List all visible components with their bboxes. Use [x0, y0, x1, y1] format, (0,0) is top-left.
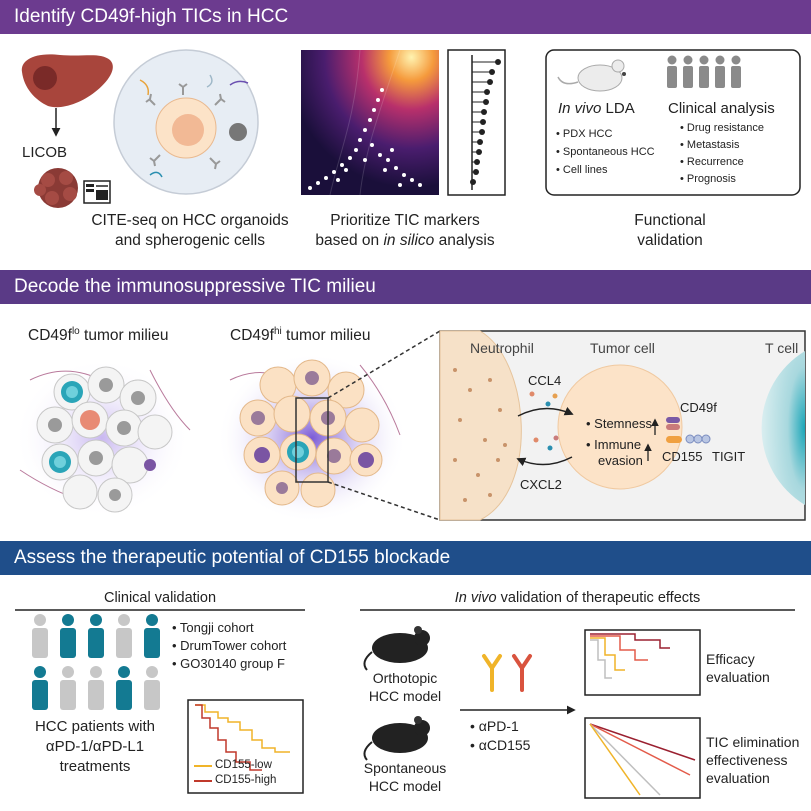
clinical-validation-title: Clinical validation: [103, 590, 217, 606]
cd49f-hi-label: CD49fhi tumor milieu: [230, 326, 370, 345]
barcode-icon: [83, 180, 111, 204]
invivo-validation-italic: In vivo: [454, 590, 497, 606]
organoid-icon: [34, 168, 78, 208]
people-icon: [667, 55, 741, 88]
functional-caption-1: Functional: [634, 212, 706, 229]
cd49f-hi-milieu: [217, 353, 407, 523]
orthotopic-label-2: HCC model: [368, 688, 442, 704]
invivo-item: • PDX HCC: [556, 128, 613, 140]
tumor-cell-label: Tumor cell: [590, 340, 655, 356]
cd49f-receptor-label: CD49f: [680, 400, 717, 415]
treatment-item: • αCD155: [470, 737, 531, 753]
efficacy-label-2: evaluation: [706, 669, 770, 685]
km-low-legend: CD155-low: [215, 759, 272, 771]
km-plot: [187, 699, 304, 794]
cohort-item: • DrumTower cohort: [172, 638, 287, 653]
patient-icons: [32, 614, 160, 710]
cohort-item: • Tongji cohort: [172, 620, 254, 635]
stemness-label: • Stemness: [586, 416, 652, 431]
zoom-line-top: [327, 330, 441, 399]
invivo-item: • Cell lines: [556, 164, 608, 176]
invivo-lda-rest: LDA: [601, 100, 635, 117]
efficacy-label-1: Efficacy: [706, 651, 755, 667]
section3-banner: Assess the therapeutic potential of CD15…: [0, 541, 811, 575]
km-high-legend: CD155-high: [215, 774, 277, 786]
treatment-item: • αPD-1: [470, 718, 519, 734]
licob-label: LICOB: [22, 144, 68, 161]
cd49f-lo-label: CD49flo tumor milieu: [28, 326, 168, 345]
antibody-icons: [482, 654, 532, 692]
mouse-icon: [557, 59, 626, 92]
cd49f-hi-suffix: tumor milieu: [281, 327, 371, 345]
invivo-validation-rest: validation of therapeutic effects: [496, 590, 701, 606]
density-plot: [301, 49, 439, 196]
tic-label-1: TIC elimination: [706, 734, 800, 750]
section1-banner: Identify CD49f-high TICs in HCC: [0, 0, 811, 34]
lollipop-plot: [447, 49, 506, 196]
spontaneous-label-1: Spontaneous: [363, 760, 447, 776]
ccl4-label: CCL4: [528, 373, 562, 388]
tic-elimination-plot: [584, 717, 701, 799]
cohort-item: • GO30140 group F: [172, 656, 285, 671]
liver-icon: [21, 54, 113, 108]
invivo-lda-label: In vivo LDA: [558, 100, 635, 117]
invivo-item: • Spontaneous HCC: [556, 146, 655, 158]
clinical-item: • Drug resistance: [680, 122, 764, 134]
zoom-panel: [439, 330, 806, 521]
tic-label-2: effectiveness: [706, 752, 788, 768]
section1-title: Identify CD49f-high TICs in HCC: [14, 6, 289, 27]
tigit-label: TIGIT: [712, 449, 746, 464]
orthotopic-label-1: Orthotopic: [372, 670, 438, 686]
clinical-item: • Recurrence: [680, 156, 744, 168]
cd49f-hi-sup: hi: [273, 326, 282, 337]
cxcl2-label: CXCL2: [520, 477, 562, 492]
tic-label-3: evaluation: [706, 770, 770, 786]
spontaneous-mouse-icon: [363, 716, 430, 761]
km-high-curve: [195, 704, 262, 771]
prioritize-caption-2a: based on: [315, 232, 384, 249]
prioritize-caption-2b: in silico: [383, 232, 435, 249]
functional-caption-2: validation: [637, 232, 703, 249]
km-low-curve: [195, 704, 290, 753]
cd49f-hi-prefix: CD49f: [230, 327, 274, 345]
prioritize-caption-1: Prioritize TIC markers: [330, 212, 480, 229]
zoom-line-bottom: [327, 481, 441, 521]
cite-caption-1: CITE-seq on HCC organoids: [91, 212, 289, 229]
cd155-label: CD155: [662, 449, 703, 464]
neutrophil-label: Neutrophil: [470, 340, 534, 356]
clinical-item: • Prognosis: [680, 173, 736, 185]
evasion-label: evasion: [598, 453, 643, 468]
efficacy-plot: [584, 629, 701, 696]
cite-caption-2: and spherogenic cells: [115, 232, 265, 249]
clinical-item: • Metastasis: [680, 139, 740, 151]
cite-seq-droplet: [113, 49, 259, 195]
cd49f-lo-milieu: [14, 358, 191, 518]
orthotopic-mouse-icon: [363, 626, 430, 671]
clinical-analysis-label: Clinical analysis: [668, 100, 775, 117]
prioritize-caption-2: based on in silico analysis: [300, 232, 510, 250]
prioritize-caption-2c: analysis: [434, 232, 495, 249]
cd49f-lo-prefix: CD49f: [28, 327, 72, 345]
section2-title: Decode the immunosuppressive TIC milieu: [14, 276, 376, 297]
invivo-validation-title: In vivo validation of therapeutic effect…: [360, 590, 795, 606]
patients-caption-1: HCC patients with: [34, 718, 156, 735]
immune-label: • Immune: [586, 437, 642, 452]
t-cell-label: T cell: [765, 340, 799, 356]
section3-title: Assess the therapeutic potential of CD15…: [14, 547, 451, 568]
patients-caption-3: treatments: [59, 758, 131, 775]
cd49f-lo-sup: lo: [71, 326, 80, 337]
cd49f-lo-suffix: tumor milieu: [79, 327, 169, 345]
invivo-lda-italic: In vivo: [558, 100, 602, 117]
section2-banner: Decode the immunosuppressive TIC milieu: [0, 270, 811, 304]
spontaneous-label-2: HCC model: [368, 778, 442, 794]
patients-caption-2: αPD-1/αPD-L1: [45, 738, 145, 755]
